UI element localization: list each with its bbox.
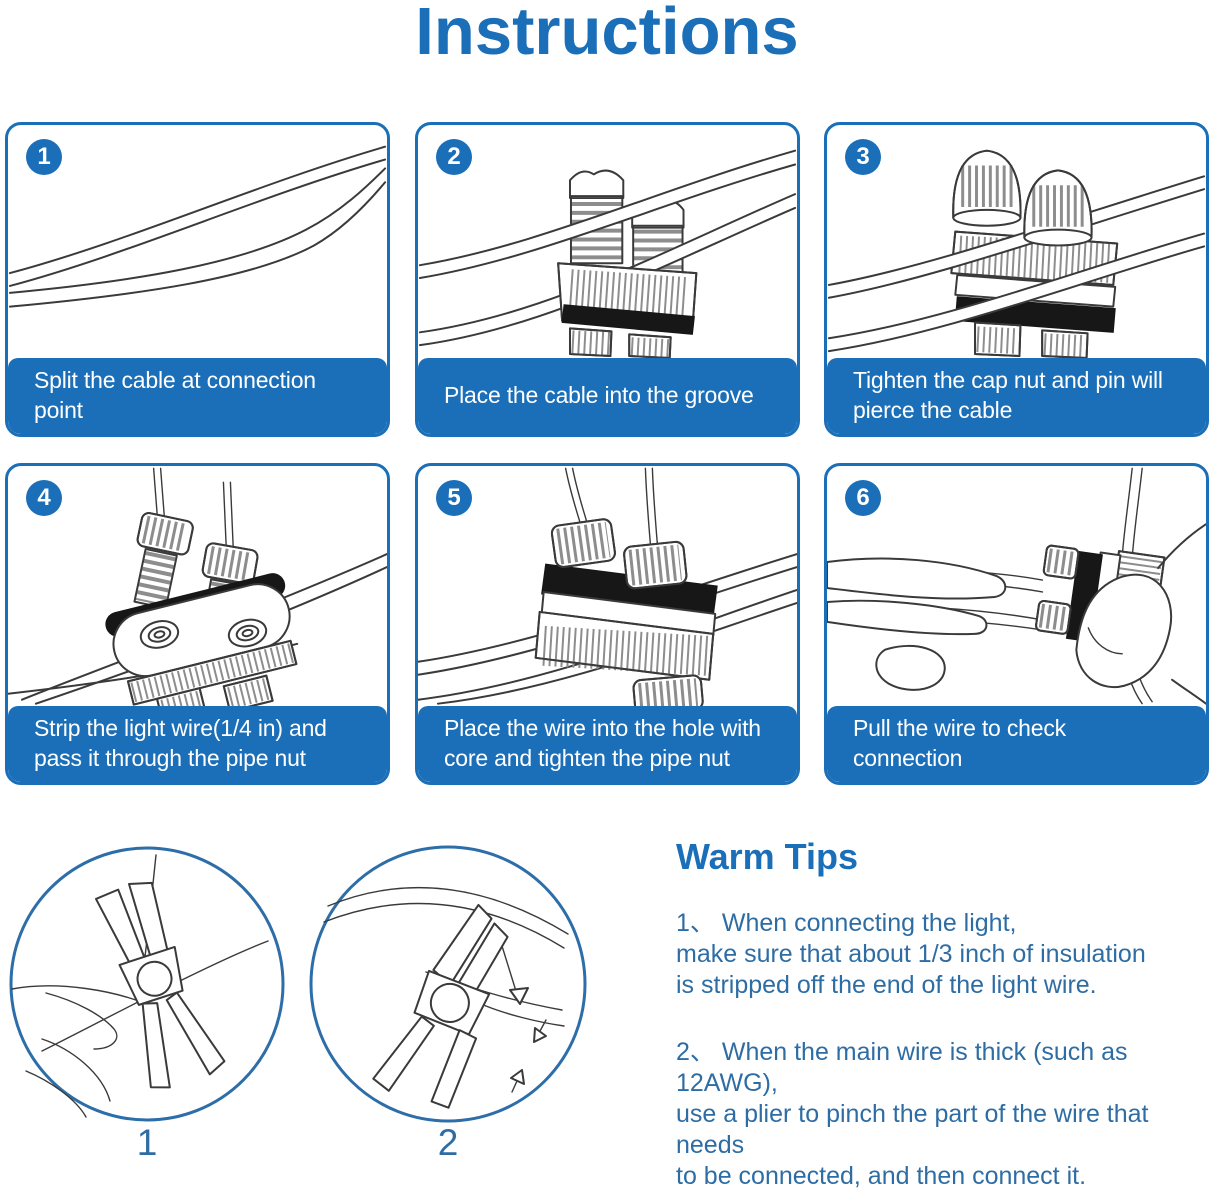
step-3-panel: 3 [824, 122, 1209, 437]
pipe-nuts [550, 518, 688, 590]
step-6-illustration [827, 466, 1206, 706]
plier-drawing [372, 903, 509, 1109]
step-1-illustration [8, 125, 387, 358]
left-hand [827, 557, 1007, 691]
step-6-panel: 6 [824, 463, 1209, 785]
step-4-number-badge: 4 [26, 480, 62, 516]
step-1-caption: Split the cable at connection point [8, 358, 387, 434]
light-wires [564, 467, 659, 545]
plier-drawing [94, 881, 226, 1089]
connector-body [557, 262, 698, 358]
warm-tip-2: 2、 When the main wire is thick (such as … [676, 1037, 1214, 1192]
step-3-caption: Tighten the cap nut and pin will pierce … [827, 358, 1206, 434]
step-4-panel: 4 [5, 463, 390, 785]
warm-tip-2-line-2: use a plier to pinch the part of the wir… [676, 1100, 1149, 1159]
warm-tip-1: 1、 When connecting the light, make sure … [676, 908, 1214, 1001]
warm-tip-1-line-1: 1、 When connecting the light, [676, 909, 1017, 937]
step-2-illustration [418, 125, 797, 358]
step-1-number-badge: 1 [26, 139, 62, 175]
arrow-drawing [501, 945, 547, 1093]
pipe-nut-1 [133, 512, 194, 636]
step-6-caption: Pull the wire to check connection [827, 706, 1206, 782]
figure-1-label: 1 [136, 1122, 158, 1163]
step-1-panel: 1 Split the cable at connection point [5, 122, 390, 437]
step-2-number-badge: 2 [436, 139, 472, 175]
step-4-caption: Strip the light wire(1/4 in) and pass it… [8, 706, 387, 782]
step-2-caption: Place the cable into the groove [418, 358, 797, 434]
step-5-panel: 5 [415, 463, 800, 785]
step-5-number-badge: 5 [436, 480, 472, 516]
warm-tip-1-line-3: is stripped off the end of the light wir… [676, 971, 1097, 999]
step-3-illustration [827, 125, 1206, 358]
cap-nuts [952, 149, 1093, 247]
wire-drawing [323, 886, 569, 1027]
warm-tip-2-line-3: to be connected, and then connect it. [676, 1162, 1087, 1190]
figure-2-label: 2 [437, 1122, 459, 1163]
step-6-number-badge: 6 [845, 480, 881, 516]
split-cable-drawing [8, 145, 387, 308]
light-wires [152, 467, 235, 553]
warm-tip-2-line-1: 2、 When the main wire is thick (such as … [676, 1038, 1128, 1097]
step-4-illustration [8, 466, 387, 706]
connector-body [105, 573, 298, 706]
warm-tips-heading: Warm Tips [676, 836, 859, 877]
warm-tip-1-line-2: make sure that about 1/3 inch of insulat… [676, 940, 1146, 968]
step-5-caption: Place the wire into the hole with core a… [418, 706, 797, 782]
figure-2-plier-pinch [306, 842, 590, 1126]
step-2-panel: 2 [415, 122, 800, 437]
step-5-illustration [418, 466, 797, 706]
cables [827, 175, 1206, 353]
warm-tips-section: Warm Tips 1、 When connecting the light, … [676, 834, 1214, 1192]
step-3-number-badge: 3 [845, 139, 881, 175]
right-hand [1075, 523, 1206, 705]
connector-body [534, 563, 718, 706]
page-title: Instructions [415, 0, 799, 69]
figure-1-plier-strip [6, 843, 288, 1125]
